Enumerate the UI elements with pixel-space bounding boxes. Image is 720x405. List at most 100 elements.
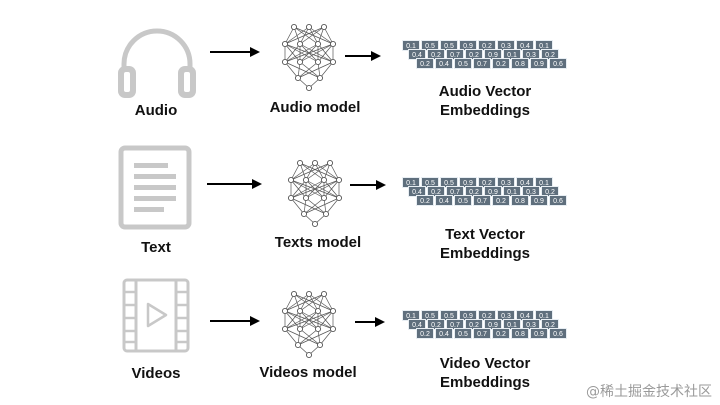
network-edge: [284, 310, 319, 330]
network-node: [329, 40, 337, 48]
video-embedding-label-1: Video Vector: [439, 355, 531, 372]
network-edge: [284, 293, 325, 312]
network-node: [329, 58, 337, 66]
network-edge: [305, 197, 327, 215]
network-node: [311, 159, 319, 167]
vector-cell: 0.9: [530, 195, 548, 206]
audio-embedding-label-2: Embeddings: [439, 102, 530, 119]
vector-cell: 0.4: [435, 328, 453, 339]
audio-embedding-label-1: Audio Vector: [438, 83, 532, 100]
vector-cell: 0.2: [416, 58, 434, 69]
network-node: [302, 176, 310, 184]
network-edge: [284, 328, 299, 346]
network-edge: [290, 179, 307, 199]
vector-cell: 0.4: [435, 58, 453, 69]
network-edge: [293, 293, 319, 312]
document-icon: [118, 145, 192, 230]
network-node: [322, 210, 330, 218]
network-node: [294, 341, 302, 349]
network-node: [314, 307, 322, 315]
audio-source-label: Audio: [134, 102, 178, 119]
network-node: [314, 40, 322, 48]
vector-cell: 0.4: [435, 195, 453, 206]
network-edge: [297, 328, 319, 346]
network-edge: [290, 197, 327, 215]
network-edge: [305, 162, 331, 181]
network-edge: [299, 43, 334, 63]
text-embedding-label-2: Embeddings: [439, 245, 530, 262]
network-edge: [317, 43, 334, 63]
network-node: [305, 351, 313, 359]
network-node: [281, 40, 289, 48]
network-node: [296, 40, 304, 48]
network-node: [281, 58, 289, 66]
vector-cell: 0.2: [416, 328, 434, 339]
network-node: [287, 194, 295, 202]
vector-cell: 0.8: [511, 328, 529, 339]
neural-network-icon: [287, 159, 343, 228]
vector-cell: 0.9: [530, 328, 548, 339]
network-node: [320, 290, 328, 298]
network-node: [314, 325, 322, 333]
network-node: [290, 23, 298, 31]
text-source-label: Text: [141, 239, 171, 256]
arrow-icon: [350, 180, 386, 190]
vector-cell: 0.9: [530, 58, 548, 69]
network-node: [281, 325, 289, 333]
network-edge: [303, 197, 340, 215]
network-edge: [284, 310, 334, 330]
arrow-icon: [355, 317, 385, 327]
network-edge: [299, 310, 334, 330]
network-node: [320, 194, 328, 202]
network-node: [290, 290, 298, 298]
network-edge: [323, 293, 334, 312]
vector-cell: 0.8: [511, 58, 529, 69]
network-edge: [284, 61, 321, 79]
network-edge: [319, 61, 334, 79]
vector-cell: 0.2: [416, 195, 434, 206]
vector-cell: 0.5: [454, 58, 472, 69]
video-embedding-label-2: Embeddings: [439, 374, 530, 391]
neural-network-icon: [281, 23, 337, 92]
network-edge: [284, 310, 301, 330]
network-node: [316, 341, 324, 349]
network-edge: [299, 162, 325, 181]
network-node: [305, 290, 313, 298]
vector-cell: 0.2: [492, 328, 510, 339]
network-edge: [323, 179, 340, 199]
network-edge: [290, 179, 325, 199]
network-edge: [290, 197, 305, 215]
video-source-label: Videos: [131, 365, 181, 382]
network-edge: [290, 162, 331, 181]
network-node: [316, 74, 324, 82]
network-edge: [290, 162, 316, 181]
arrow-icon: [345, 51, 381, 61]
network-edge: [308, 293, 319, 312]
network-edge: [314, 162, 325, 181]
network-edge: [284, 43, 301, 63]
network-node: [314, 58, 322, 66]
network-node: [311, 220, 319, 228]
network-node: [320, 176, 328, 184]
network-edge: [284, 43, 319, 63]
network-node: [329, 307, 337, 315]
arrow-icon: [210, 47, 260, 57]
network-node: [305, 23, 313, 31]
vector-cell: 0.6: [549, 328, 567, 339]
network-node: [296, 307, 304, 315]
network-edge: [299, 293, 325, 312]
network-edge: [297, 61, 319, 79]
vector-cell: 0.5: [454, 195, 472, 206]
headphones-icon: [118, 28, 196, 98]
neural-network-icon: [281, 290, 337, 359]
network-edge: [317, 310, 334, 330]
network-edge: [319, 328, 334, 346]
network-edge: [299, 26, 325, 45]
